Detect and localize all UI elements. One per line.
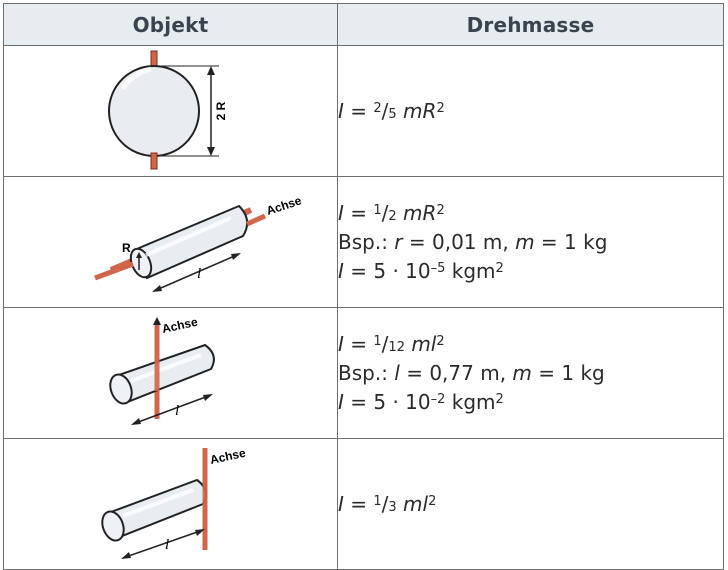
cylinder-long-axis-illustration: R Achse l — [93, 193, 303, 292]
object-cell: 2 R — [3, 45, 338, 177]
axis-label: Achse — [208, 446, 246, 467]
moment-of-inertia-table: Objekt Drehmasse 2 R I = 2/5 mR2 — [3, 3, 724, 570]
object-cell: Achse l — [3, 307, 338, 439]
formula-cell: I = 2/5 mR2 — [337, 45, 724, 177]
formula: I = 1/2 mR2 — [338, 200, 445, 225]
diameter-label: 2 R — [214, 101, 228, 120]
result: I = 5 · 10–2 kgm2 — [338, 389, 504, 414]
object-cell: Achse l — [3, 438, 338, 570]
result: I = 5 · 10–5 kgm2 — [338, 258, 504, 283]
sphere-illustration: 2 R — [107, 50, 228, 170]
cylinder-end-axis-illustration: Achse l — [100, 446, 247, 559]
header-moment: Drehmasse — [337, 3, 724, 46]
length-label: l — [175, 403, 179, 419]
header-object: Objekt — [3, 3, 338, 46]
table-row: Achse l I = 1/12 ml2 Bsp.: l = 0,77 m, m… — [3, 307, 724, 439]
header-row: Objekt Drehmasse — [3, 3, 724, 46]
length-label: l — [197, 266, 201, 282]
formula-cell: I = 1/12 ml2 Bsp.: l = 0,77 m, m = 1 kg … — [337, 307, 724, 439]
formula: I = 1/3 ml2 — [338, 491, 437, 516]
axis-label: Achse — [160, 315, 198, 336]
example: Bsp.: r = 0,01 m, m = 1 kg — [338, 229, 608, 254]
table-row: R Achse l I = 1/2 mR2 Bsp.: r = 0,01 m, … — [3, 176, 724, 308]
formula-cell: I = 1/3 ml2 — [337, 438, 724, 570]
cylinder-center-axis-illustration: Achse l — [108, 315, 215, 425]
formula-cell: I = 1/2 mR2 Bsp.: r = 0,01 m, m = 1 kg I… — [337, 176, 724, 308]
example: Bsp.: l = 0,77 m, m = 1 kg — [338, 360, 605, 385]
table-row: 2 R I = 2/5 mR2 — [3, 45, 724, 177]
object-cell: R Achse l — [3, 176, 338, 308]
radius-label: R — [122, 241, 131, 255]
axis-label: Achse — [264, 193, 303, 218]
length-label: l — [165, 537, 169, 553]
formula: I = 2/5 mR2 — [338, 98, 445, 123]
formula: I = 1/12 ml2 — [338, 331, 445, 356]
table-row: Achse l I = 1/3 ml2 — [3, 438, 724, 570]
